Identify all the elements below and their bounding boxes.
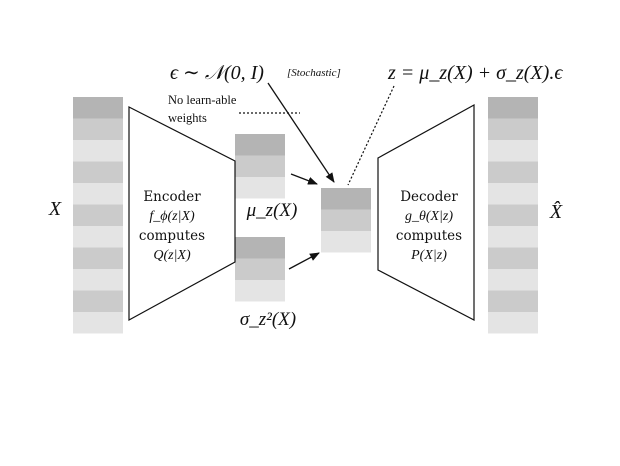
- mu-cell: [235, 134, 285, 156]
- stochastic-tag: [Stochastic]: [287, 67, 341, 79]
- output-cell: [488, 269, 538, 291]
- input-vector: [73, 97, 123, 334]
- input-cell: [73, 290, 123, 312]
- output-cell: [488, 183, 538, 205]
- input-cell: [73, 312, 123, 334]
- output-cell: [488, 118, 538, 140]
- input-cell: [73, 140, 123, 162]
- z-cell: [321, 209, 371, 231]
- mu-cell: [235, 155, 285, 177]
- output-cell: [488, 140, 538, 162]
- noise-arrow: [267, 82, 335, 183]
- z-cell: [321, 188, 371, 210]
- mu-vector: [235, 134, 285, 199]
- encoder-function: f_ϕ(z|X): [149, 209, 195, 224]
- noise-formula: ϵ ∼ 𝒩(0, I): [170, 62, 264, 84]
- sigma-label: σ_z²(X): [240, 309, 296, 330]
- sigma-cell: [235, 280, 285, 302]
- sigma-vector: [235, 237, 285, 302]
- decoder-label: Decoder: [400, 189, 458, 205]
- encoder-computes: computes: [139, 228, 205, 244]
- no-weights-line2: weights: [168, 111, 207, 125]
- output-cell: [488, 204, 538, 226]
- input-cell: [73, 183, 123, 205]
- z-vector: [321, 188, 371, 253]
- input-x-label: X: [48, 198, 62, 220]
- input-cell: [73, 226, 123, 248]
- encoder-shape: [128, 106, 236, 322]
- input-cell: [73, 247, 123, 269]
- decoder-distribution: P(X|z): [410, 248, 447, 263]
- output-xhat-label: X̂: [549, 200, 563, 223]
- decoder-shape: [377, 103, 475, 321]
- no-weights-line1: No learn-able: [168, 93, 237, 107]
- output-cell: [488, 247, 538, 269]
- output-cell: [488, 290, 538, 312]
- output-vector: [488, 97, 538, 334]
- sigma-cell: [235, 258, 285, 280]
- decoder-function: g_θ(X|z): [405, 209, 453, 224]
- mu-arrow: [290, 173, 318, 185]
- encoder-label: Encoder: [143, 189, 201, 205]
- encoder-distribution: Q(z|X): [153, 248, 191, 263]
- input-cell: [73, 204, 123, 226]
- sigma-arrow: [288, 252, 320, 270]
- output-cell: [488, 312, 538, 334]
- input-cell: [73, 118, 123, 140]
- mu-cell: [235, 177, 285, 199]
- z-cell: [321, 231, 371, 253]
- output-cell: [488, 226, 538, 248]
- output-cell: [488, 97, 538, 119]
- z-formula: z = μ_z(X) + σ_z(X).ϵ: [387, 62, 563, 84]
- output-cell: [488, 161, 538, 183]
- decoder-computes: computes: [396, 228, 462, 244]
- mu-label: μ_z(X): [246, 200, 298, 221]
- input-cell: [73, 97, 123, 119]
- input-cell: [73, 161, 123, 183]
- sigma-cell: [235, 237, 285, 259]
- input-cell: [73, 269, 123, 291]
